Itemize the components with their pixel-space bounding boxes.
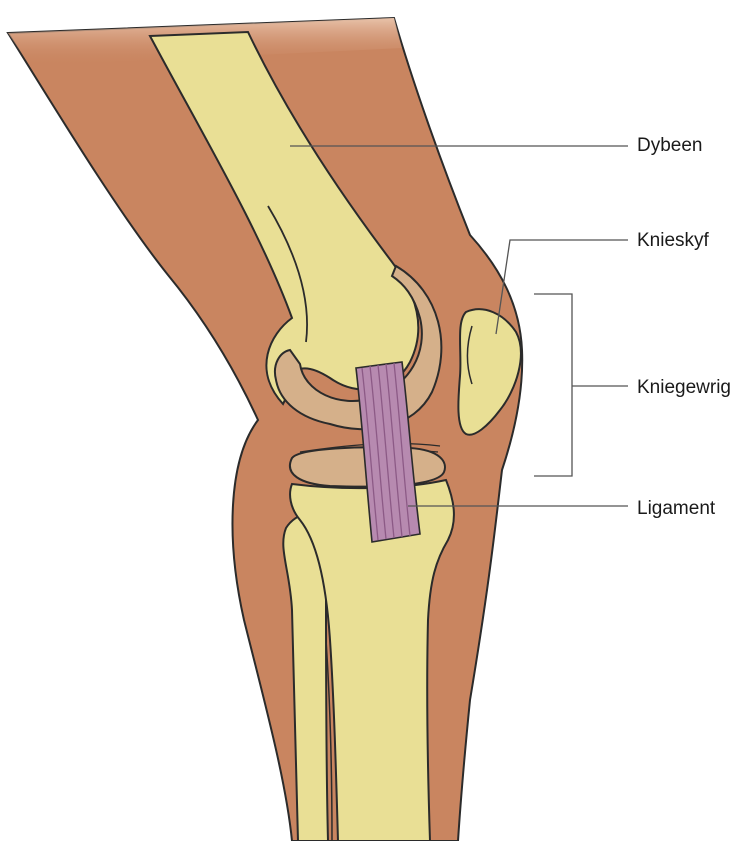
label-ligament: Ligament	[637, 499, 715, 518]
label-patella: Knieskyf	[637, 231, 709, 250]
label-femur: Dybeen	[637, 136, 703, 155]
joint-bracket	[534, 294, 628, 476]
label-knee-joint: Kniegewrig	[637, 378, 731, 397]
